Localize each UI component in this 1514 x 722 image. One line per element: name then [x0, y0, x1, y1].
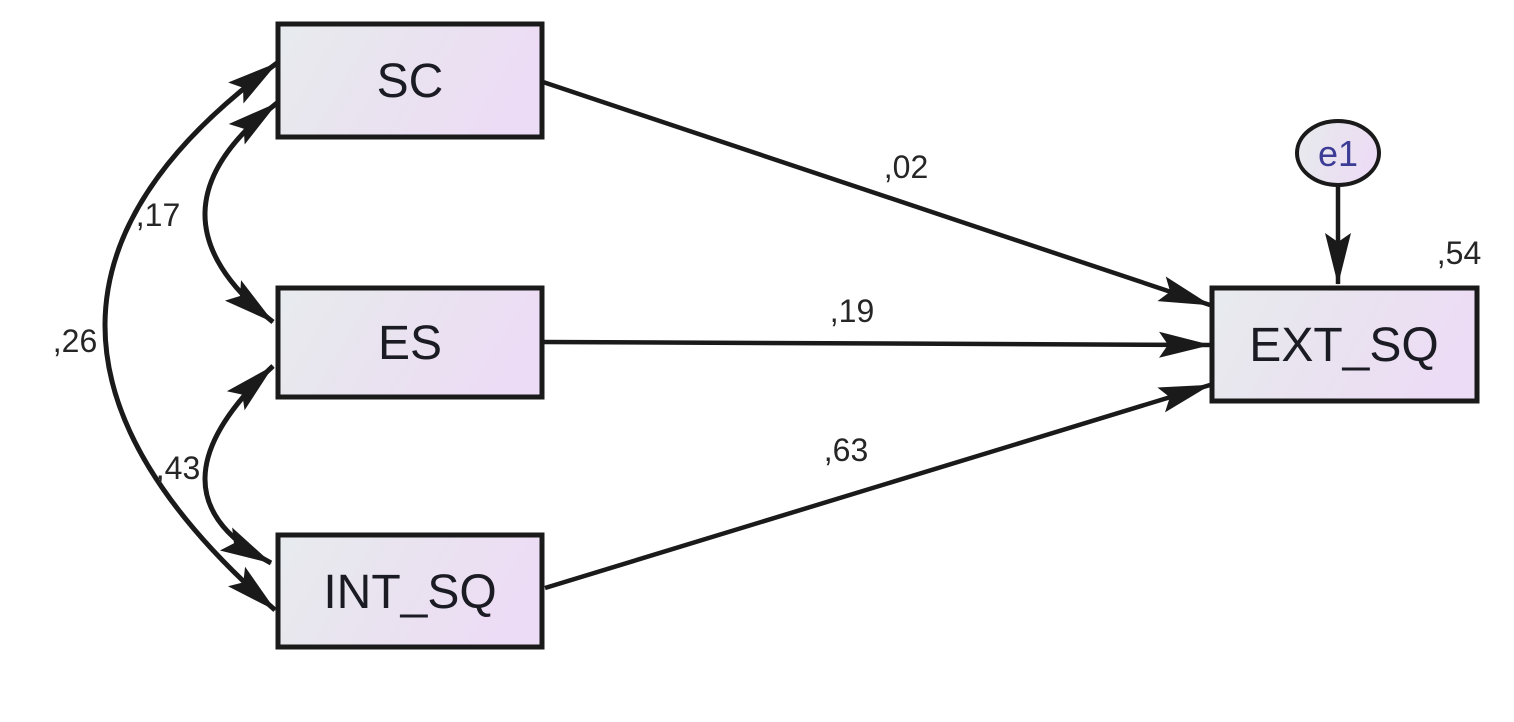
node-box-es: [275, 285, 545, 400]
node-box-intsq: [275, 532, 545, 650]
weight-label-es-extsq: ,19: [830, 293, 874, 329]
weight-label-sc-extsq: ,02: [884, 149, 928, 185]
error-ellipse-e1: [1295, 119, 1381, 187]
covariance-arrow-es-intsq: [202, 364, 275, 566]
node-label-sc: SC: [377, 55, 444, 108]
covariance-arrow-sc-es: [202, 101, 279, 324]
r-squared-label-extsq: ,54: [1437, 235, 1481, 271]
path-arrow-es-extsq: [542, 331, 1211, 358]
node-box-sc: [275, 21, 545, 140]
covariance-arrow-sc-intsq: [102, 60, 279, 612]
weight-label-intsq-extsq: ,63: [824, 432, 868, 468]
node-label-intsq: INT_SQ: [323, 566, 496, 619]
path-arrow-sc-extsq: [542, 79, 1211, 308]
covariance-label-sc-es: ,17: [136, 197, 180, 233]
covariance-label-sc-intsq: ,26: [53, 323, 97, 359]
covariance-label-es-intsq: ,43: [156, 450, 200, 486]
node-box-extsq: [1209, 285, 1480, 404]
node-label-es: ES: [378, 317, 442, 370]
node-label-extsq: EXT_SQ: [1249, 319, 1438, 372]
path-arrow-intsq-extsq: [544, 382, 1211, 591]
error-label-e1: e1: [1318, 133, 1358, 174]
